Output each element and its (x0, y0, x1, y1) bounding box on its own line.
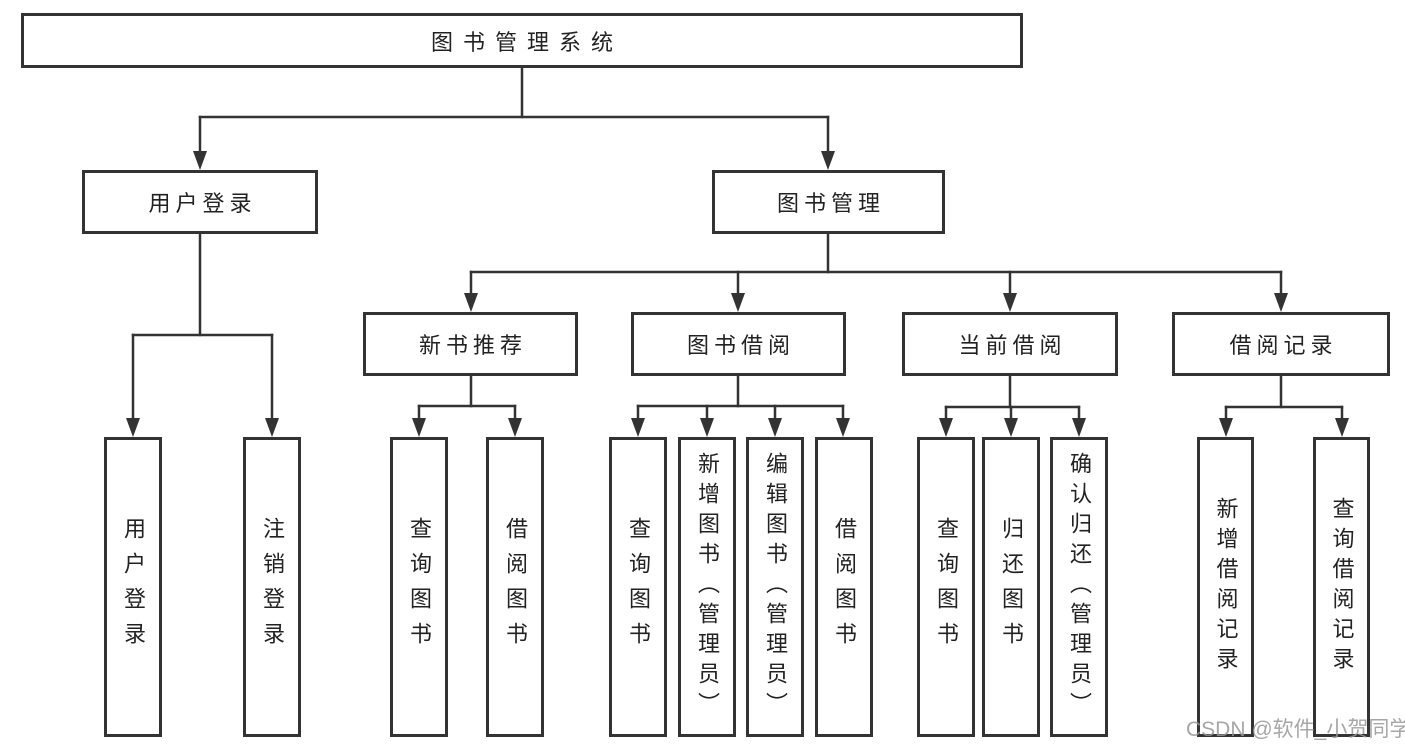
connector-user-login-children (126, 232, 279, 437)
node-borrowing-records-label: 借阅记录 (1229, 333, 1338, 358)
leaf-borrow-books-recommend: 借阅图书 (486, 437, 544, 737)
leaf-logout-label: 注销登录 (260, 517, 285, 657)
connector-borrowing-records-children (1219, 374, 1349, 437)
connector-current-borrowing-children (939, 374, 1086, 437)
node-book-borrowing-label: 图书借阅 (686, 333, 795, 358)
leaf-query-books-borrowing: 查询图书 (609, 437, 667, 737)
leaf-confirm-return-admin-label: 确认归还（管理员） (1067, 452, 1092, 722)
leaf-return-books: 归还图书 (982, 437, 1040, 737)
leaf-query-books-recommend: 查询图书 (390, 437, 448, 737)
leaf-query-borrow-record-label: 查询借阅记录 (1329, 497, 1355, 677)
csdn-watermark: CSDN @软件_小贺同学 (1186, 718, 1405, 741)
leaf-add-borrow-record: 新增借阅记录 (1197, 437, 1254, 737)
leaf-add-books-admin-label: 新增图书（管理员） (695, 452, 720, 722)
leaf-query-books-borrowing-label: 查询图书 (626, 517, 651, 657)
leaf-query-books-current-label: 查询图书 (934, 517, 959, 657)
leaf-confirm-return-admin: 确认归还（管理员） (1050, 437, 1108, 737)
leaf-edit-books-admin-label: 编辑图书（管理员） (763, 452, 788, 722)
leaf-logout: 注销登录 (243, 437, 301, 737)
connector-book-borrowing-children (631, 374, 850, 437)
leaf-borrow-books-label: 借阅图书 (832, 517, 857, 657)
leaf-borrow-books-recommend-label: 借阅图书 (503, 517, 528, 657)
connector-root-to-level2 (193, 66, 835, 170)
node-root-label: 图书管理系统 (430, 29, 623, 55)
leaf-return-books-label: 归还图书 (999, 517, 1024, 657)
connector-new-book-recommend-children (412, 374, 522, 437)
node-user-login: 用户登录 (82, 170, 318, 234)
leaf-edit-books-admin: 编辑图书（管理员） (746, 437, 804, 737)
leaf-borrow-books: 借阅图书 (815, 437, 873, 737)
leaf-user-login-label: 用户登录 (121, 517, 146, 657)
node-book-management: 图书管理 (712, 170, 945, 234)
leaf-add-books-admin: 新增图书（管理员） (678, 437, 736, 737)
node-new-book-recommend: 新书推荐 (363, 312, 578, 376)
node-current-borrowing: 当前借阅 (902, 312, 1118, 376)
node-book-borrowing: 图书借阅 (631, 312, 846, 376)
connector-book-management-children (464, 232, 1288, 312)
node-current-borrowing-label: 当前借阅 (958, 333, 1067, 358)
leaf-query-books-current: 查询图书 (917, 437, 975, 737)
leaf-query-borrow-record: 查询借阅记录 (1313, 437, 1370, 737)
node-borrowing-records: 借阅记录 (1172, 312, 1390, 376)
node-root: 图书管理系统 (21, 13, 1023, 68)
leaf-user-login: 用户登录 (104, 437, 162, 737)
node-book-management-label: 图书管理 (776, 191, 885, 216)
node-user-login-label: 用户登录 (148, 191, 257, 216)
node-new-book-recommend-label: 新书推荐 (418, 333, 527, 358)
leaf-query-books-recommend-label: 查询图书 (407, 517, 432, 657)
leaf-add-borrow-record-label: 新增借阅记录 (1213, 497, 1239, 677)
